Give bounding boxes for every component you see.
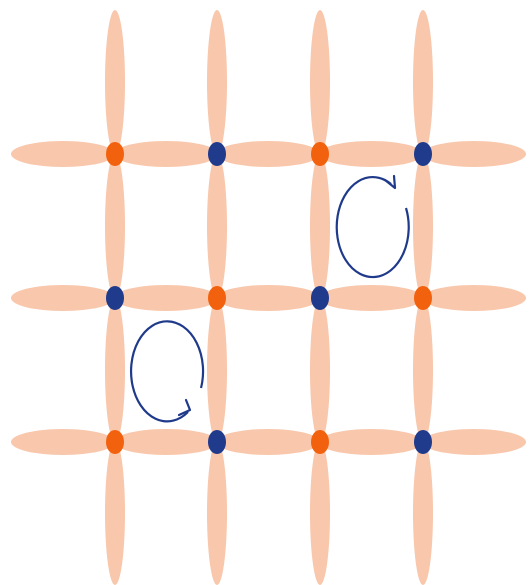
vertical-lobe [310, 441, 330, 585]
arrowhead [177, 398, 192, 417]
horizontal-lobe [216, 141, 320, 167]
site-orange [208, 286, 226, 310]
vertical-lobe [310, 154, 330, 298]
horizontal-lobe [11, 429, 115, 455]
lattice-sites [106, 142, 432, 454]
site-orange [106, 142, 124, 166]
horizontal-lobe [319, 429, 423, 455]
vertical-lobe [105, 154, 125, 298]
site-blue [208, 430, 226, 454]
horizontal-lobe [422, 141, 526, 167]
vertical-lobe [207, 441, 227, 585]
site-blue [311, 286, 329, 310]
horizontal-lobe [114, 141, 218, 167]
horizontal-lobe [114, 429, 218, 455]
site-orange [414, 286, 432, 310]
vertical-lobe [310, 298, 330, 442]
vertical-lobe [413, 10, 433, 154]
vertical-lobe [207, 154, 227, 298]
vertical-lobe [413, 441, 433, 585]
horizontal-lobe [114, 285, 218, 311]
horizontal-lobe [319, 285, 423, 311]
vertical-lobe [105, 10, 125, 154]
horizontal-lobe [319, 141, 423, 167]
horizontal-lobe [11, 141, 115, 167]
site-orange [106, 430, 124, 454]
circulation-arrows [129, 174, 410, 423]
vertical-lobe [105, 298, 125, 442]
orbital-lobes [11, 10, 526, 585]
vertical-lobe [413, 298, 433, 442]
site-blue [414, 142, 432, 166]
arrowhead [383, 174, 397, 190]
vertical-lobe [207, 298, 227, 442]
circulation-clockwise [335, 174, 410, 279]
circulation-loop [129, 320, 205, 423]
site-blue [106, 286, 124, 310]
vertical-lobe [105, 441, 125, 585]
horizontal-lobe [422, 429, 526, 455]
site-blue [414, 430, 432, 454]
vertical-lobe [413, 154, 433, 298]
site-blue [208, 142, 226, 166]
circulation-loop [335, 176, 410, 279]
site-orange [311, 142, 329, 166]
vertical-lobe [310, 10, 330, 154]
circulation-counterclockwise [129, 320, 205, 423]
horizontal-lobe [11, 285, 115, 311]
horizontal-lobe [422, 285, 526, 311]
horizontal-lobe [216, 285, 320, 311]
site-orange [311, 430, 329, 454]
vertical-lobe [207, 10, 227, 154]
horizontal-lobe [216, 429, 320, 455]
